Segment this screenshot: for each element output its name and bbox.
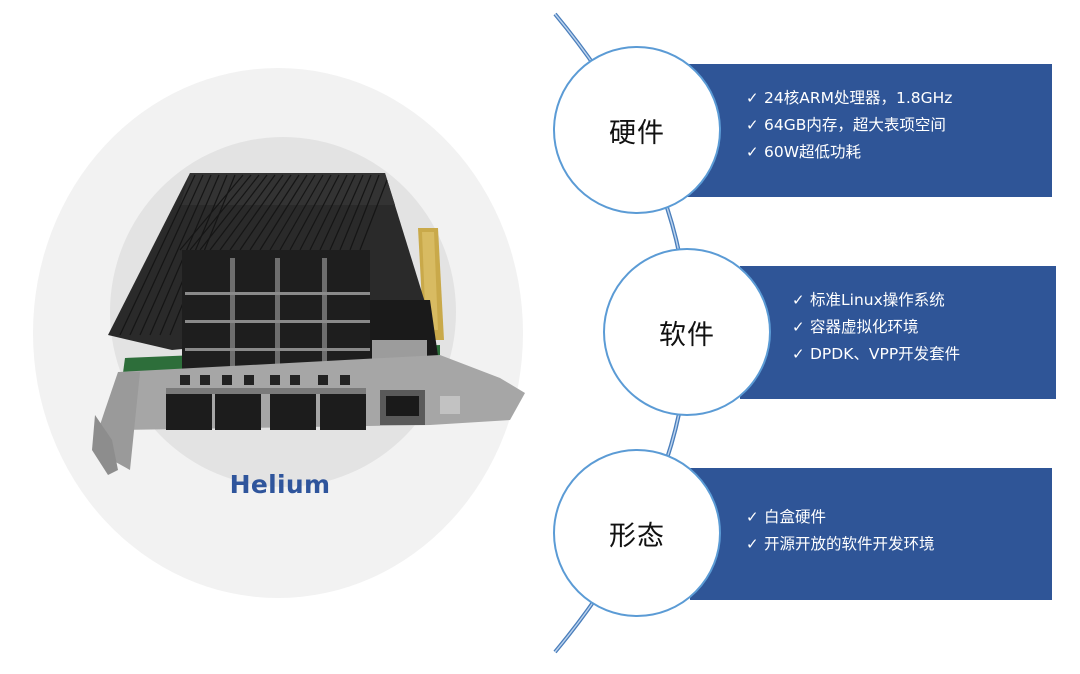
topic-title-hardware: 硬件 xyxy=(609,117,665,149)
feature-box-form: ✓白盒硬件 ✓开源开放的软件开发环境 xyxy=(690,468,1052,600)
check-icon: ✓ xyxy=(746,116,759,134)
feature-list-software: ✓标准Linux操作系统 ✓容器虚拟化环境 ✓DPDK、VPP开发套件 xyxy=(792,287,960,368)
topic-circle-form: 形态 xyxy=(553,449,721,617)
check-icon: ✓ xyxy=(746,508,759,526)
topic-circle-software: 软件 xyxy=(603,248,771,416)
check-icon: ✓ xyxy=(746,535,759,553)
feature-list-hardware: ✓24核ARM处理器，1.8GHz ✓64GB内存，超大表项空间 ✓60W超低功… xyxy=(746,85,952,166)
feature-item: ✓DPDK、VPP开发套件 xyxy=(792,341,960,368)
feature-item: ✓24核ARM处理器，1.8GHz xyxy=(746,85,952,112)
feature-item: ✓开源开放的软件开发环境 xyxy=(746,531,935,558)
feature-box-software: ✓标准Linux操作系统 ✓容器虚拟化环境 ✓DPDK、VPP开发套件 xyxy=(740,266,1056,399)
feature-item: ✓60W超低功耗 xyxy=(746,139,952,166)
feature-list-form: ✓白盒硬件 ✓开源开放的软件开发环境 xyxy=(746,504,935,558)
topic-title-software: 软件 xyxy=(659,319,715,351)
feature-item: ✓白盒硬件 xyxy=(746,504,935,531)
topic-circle-hardware: 硬件 xyxy=(553,46,721,214)
topic-title-form: 形态 xyxy=(609,520,665,552)
check-icon: ✓ xyxy=(792,318,805,336)
feature-box-hardware: ✓24核ARM处理器，1.8GHz ✓64GB内存，超大表项空间 ✓60W超低功… xyxy=(680,64,1052,197)
feature-item: ✓容器虚拟化环境 xyxy=(792,314,960,341)
feature-item: ✓64GB内存，超大表项空间 xyxy=(746,112,952,139)
product-name: Helium xyxy=(229,470,331,499)
check-icon: ✓ xyxy=(792,345,805,363)
check-icon: ✓ xyxy=(746,143,759,161)
feature-item: ✓标准Linux操作系统 xyxy=(792,287,960,314)
check-icon: ✓ xyxy=(746,89,759,107)
check-icon: ✓ xyxy=(792,291,805,309)
